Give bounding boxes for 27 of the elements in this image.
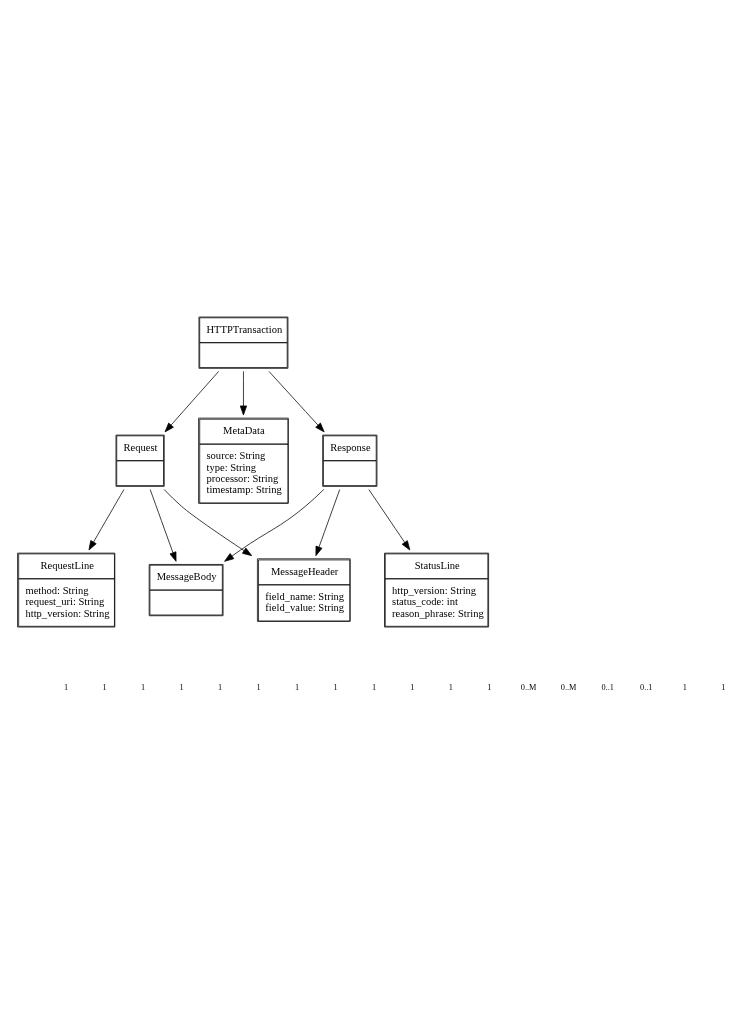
arrow: [368, 488, 411, 550]
label: 0..M: [560, 682, 577, 692]
label: 1: [682, 682, 687, 692]
label: 1: [141, 682, 146, 692]
label: 1: [448, 682, 453, 692]
label: 1: [64, 682, 69, 692]
label: 1: [333, 682, 338, 692]
label: 1: [721, 682, 726, 692]
arrow: [224, 488, 325, 562]
arrow: [163, 488, 253, 556]
arrow: [315, 488, 341, 556]
label: 1: [256, 682, 261, 692]
label: 1: [371, 682, 377, 692]
label: 1: [410, 682, 415, 692]
label: 0..M: [520, 682, 537, 692]
arrow: [149, 488, 177, 562]
label: 1: [179, 682, 184, 692]
arrow: [239, 370, 247, 415]
arrow: [88, 488, 125, 550]
label: 0..1: [601, 682, 614, 692]
label: 0..1: [640, 682, 653, 692]
label: 1: [102, 682, 107, 692]
label: 1: [218, 682, 223, 692]
label: 1: [487, 682, 492, 692]
label: 1: [294, 682, 300, 692]
arrow: [268, 370, 325, 432]
arrow: [164, 370, 220, 432]
